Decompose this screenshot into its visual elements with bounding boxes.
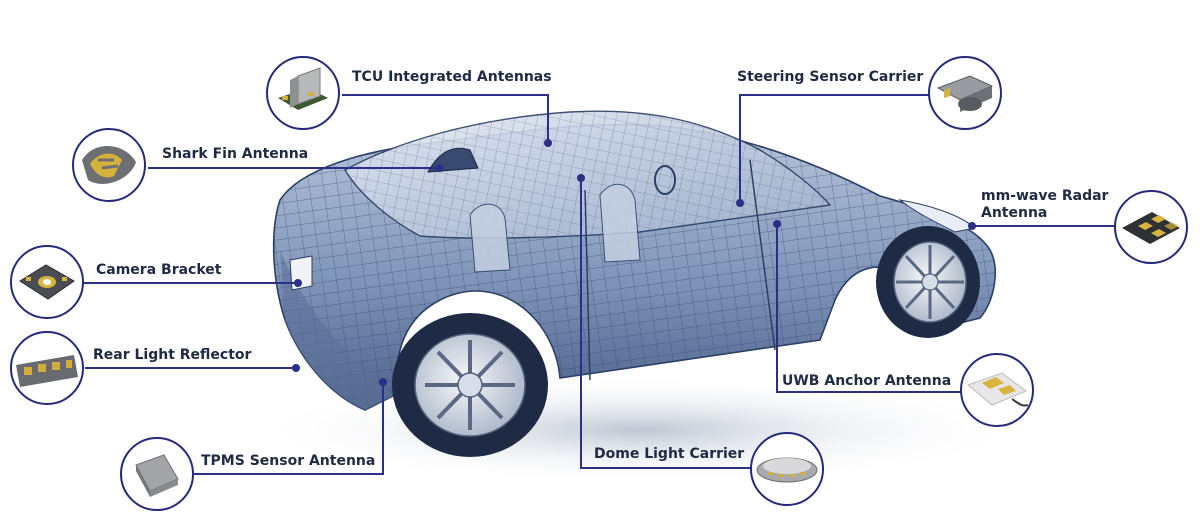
label-uwb-anchor-antenna: UWB Anchor Antenna <box>782 373 952 389</box>
leader-steering <box>739 94 930 203</box>
radar-antenna-icon <box>1114 190 1188 264</box>
rear-light-reflector-icon <box>10 331 84 405</box>
leader-end-dots <box>292 139 976 386</box>
tcu-antenna-module-icon <box>266 56 340 130</box>
camera-bracket-icon <box>10 245 84 319</box>
leader-tpms <box>188 382 384 475</box>
leader-lines <box>84 94 1115 475</box>
steering-sensor-carrier-icon <box>928 56 1002 130</box>
label-dome-light-carrier: Dome Light Carrier <box>594 446 745 462</box>
leader-tcu <box>342 94 549 143</box>
label-camera-bracket: Camera Bracket <box>96 262 222 278</box>
label-rear-light-reflector: Rear Light Reflector <box>93 347 252 363</box>
rear-wheel <box>392 313 548 457</box>
uwb-anchor-antenna-icon <box>960 353 1034 427</box>
car-body <box>272 110 996 411</box>
front-wheel <box>876 226 980 338</box>
label-tpms-sensor-antenna: TPMS Sensor Antenna <box>201 453 376 469</box>
label-mm-wave-radar-antenna: mm-wave Radar Antenna <box>981 188 1109 221</box>
leader-dome <box>580 178 750 469</box>
tpms-sensor-icon <box>120 437 194 511</box>
label-tcu-integrated-antennas: TCU Integrated Antennas <box>352 69 552 85</box>
label-steering-sensor-carrier: Steering Sensor Carrier <box>737 69 924 85</box>
dome-light-carrier-icon <box>750 432 824 506</box>
leader-uwb <box>776 224 966 393</box>
shark-fin-antenna-board-icon <box>72 128 146 202</box>
label-shark-fin-antenna: Shark Fin Antenna <box>162 146 309 162</box>
